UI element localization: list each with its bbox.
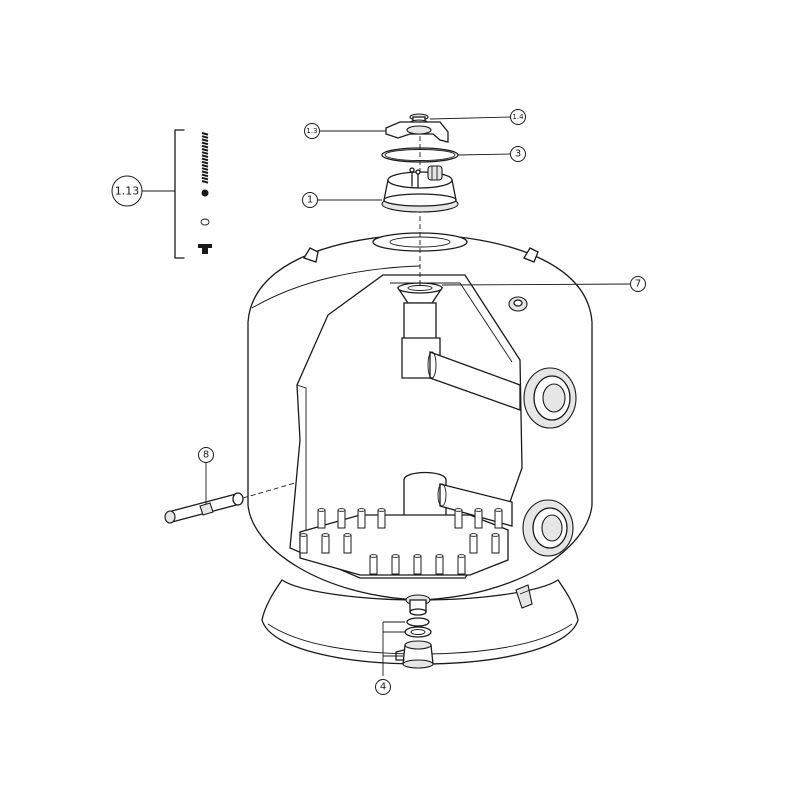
lateral-arm-cap xyxy=(435,554,444,558)
spring-coil xyxy=(201,173,209,178)
part-1-13-kit xyxy=(174,129,212,259)
callout-3-label: 3 xyxy=(515,149,521,160)
lateral-arm xyxy=(321,534,330,554)
lateral-arm xyxy=(377,509,386,529)
washer-icon xyxy=(200,218,210,226)
part-1-3-handle xyxy=(385,121,449,143)
spring-coil xyxy=(201,176,209,181)
screw-icon xyxy=(198,244,212,254)
lateral-arm-cap xyxy=(357,508,366,512)
lateral-arm xyxy=(357,509,366,529)
lateral-arm-cap xyxy=(457,554,466,558)
lateral-arm-cap xyxy=(391,554,400,558)
callout-1: 1 xyxy=(302,192,318,208)
spring-icon xyxy=(201,132,209,184)
spring-coil xyxy=(201,157,209,162)
lateral-arm xyxy=(391,555,400,575)
lateral-arm-cap xyxy=(491,533,500,537)
lateral-arm-cap xyxy=(454,508,463,512)
lifting-lug-left xyxy=(303,247,319,263)
lateral-arm xyxy=(435,555,444,575)
lateral-arm-cap xyxy=(337,508,346,512)
lateral-collectors xyxy=(299,508,509,576)
spring-coil xyxy=(201,154,209,158)
callout-1-label: 1 xyxy=(307,195,313,206)
lateral-arm xyxy=(457,555,466,575)
part-1-lid xyxy=(381,165,459,213)
callout-1-4-label: 1.4 xyxy=(512,113,524,121)
spring-coil xyxy=(201,164,209,168)
lateral-arm-cap xyxy=(343,533,352,537)
spring-coil xyxy=(201,141,209,146)
callout-4: 4 xyxy=(375,679,391,695)
lateral-arm-cap xyxy=(377,508,386,512)
lateral-arm xyxy=(474,509,483,529)
callout-1-4: 1.4 xyxy=(510,109,526,125)
lateral-arm xyxy=(413,555,422,575)
lateral-arm xyxy=(299,534,308,554)
callout-8-label: 8 xyxy=(203,450,209,461)
upper-side-flange xyxy=(523,367,577,429)
callout-8: 8 xyxy=(198,447,214,463)
spring-coil xyxy=(201,144,209,149)
lateral-arm-cap xyxy=(474,508,483,512)
bottom-drain xyxy=(405,594,431,616)
lower-side-flange xyxy=(522,499,574,557)
spring-coil xyxy=(201,132,209,136)
lateral-arm-cap xyxy=(317,508,326,512)
drain-fitting-part-4 xyxy=(395,617,434,669)
lateral-arm-cap xyxy=(494,508,503,512)
spring-coil xyxy=(201,138,209,142)
ball-icon xyxy=(201,189,209,197)
air-vent-boss xyxy=(508,296,528,312)
lateral-arm xyxy=(491,534,500,554)
spring-coil xyxy=(201,167,209,171)
side-drain-plug xyxy=(515,584,533,609)
lateral-arm-cap xyxy=(413,554,422,558)
upper-diffuser-pipe xyxy=(396,282,521,411)
lateral-arm xyxy=(494,509,503,529)
lateral-arm-cap xyxy=(299,533,308,537)
lateral-arm-cap xyxy=(369,554,378,558)
spring-coil xyxy=(201,148,209,152)
lateral-arm-cap xyxy=(321,533,330,537)
lifting-lug-right xyxy=(523,247,539,263)
lateral-arm xyxy=(343,534,352,554)
lateral-arm-cap xyxy=(469,533,478,537)
spring-coil xyxy=(201,135,209,139)
spring-coil xyxy=(201,180,209,184)
spring-coil xyxy=(201,160,209,165)
callout-1-3: 1.3 xyxy=(304,123,320,139)
callout-7-label: 7 xyxy=(635,279,641,290)
lateral-arm xyxy=(369,555,378,575)
spring-coil xyxy=(201,151,209,155)
lateral-arm xyxy=(317,509,326,529)
lateral-arm xyxy=(337,509,346,529)
callout-7: 7 xyxy=(630,276,646,292)
leader-lines xyxy=(142,116,631,676)
part-8-pipe xyxy=(164,482,296,524)
callout-1-3-label: 1.3 xyxy=(306,127,317,135)
spring-coil xyxy=(201,170,209,174)
lateral-arm xyxy=(469,534,478,554)
callout-1-13-label: 1.13 xyxy=(115,185,140,198)
lateral-arm xyxy=(454,509,463,529)
callout-4-label: 4 xyxy=(380,682,386,693)
callout-3: 3 xyxy=(510,146,526,162)
callout-1-13: 1.13 xyxy=(111,175,143,207)
